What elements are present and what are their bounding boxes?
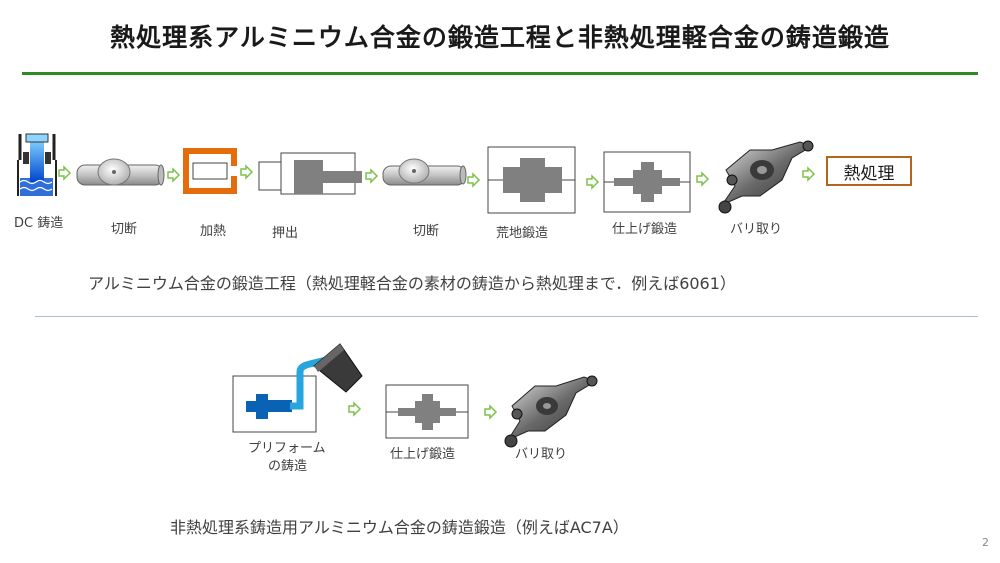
step-label-dc-casting: DC 鋳造 <box>14 216 64 231</box>
page-number: 2 <box>982 536 989 549</box>
flow-arrow-icon <box>484 405 497 419</box>
title-underline <box>22 72 978 75</box>
flow-arrow-icon <box>58 166 71 180</box>
step-label-deburring: バリ取り <box>730 222 783 237</box>
process1-caption: アルミニウム合金の鍛造工程（熱処理軽合金の素材の鋳造から熱処理まで．例えば606… <box>88 274 736 293</box>
rough-forging-die-icon <box>487 146 576 214</box>
heat-treatment-box: 熱処理 <box>826 156 912 186</box>
flow-arrow-icon <box>802 167 815 181</box>
finish-forging-die-icon-2 <box>385 384 469 439</box>
step-label-preform-line2: の鋳造 <box>268 459 308 474</box>
heating-furnace-icon <box>183 148 237 194</box>
forged-part-icon-1 <box>718 140 814 214</box>
flow-arrow-icon <box>240 165 253 179</box>
flow-arrow-icon <box>467 173 480 187</box>
flow-arrow-icon <box>167 168 180 182</box>
step-label-deburring-2: バリ取り <box>515 447 568 462</box>
forged-part-icon-2 <box>504 375 598 448</box>
step-label-extrusion: 押出 <box>272 226 299 241</box>
page-title: 熱処理系アルミニウム合金の鍛造工程と非熱処理軽合金の鋳造鍛造 <box>110 23 890 52</box>
flow-arrow-icon <box>696 172 709 186</box>
cutting-saw-icon-2 <box>382 158 467 186</box>
step-label-finish-forging: 仕上げ鍛造 <box>612 222 678 237</box>
extrusion-press-icon <box>258 152 362 195</box>
section-divider <box>35 316 978 317</box>
step-label-cutting-1: 切断 <box>111 222 138 237</box>
step-label-finish-forging-2: 仕上げ鍛造 <box>390 447 456 462</box>
preform-casting-icon <box>232 343 363 433</box>
step-label-cutting-2: 切断 <box>413 224 440 239</box>
step-label-preform-line1: プリフォーム <box>248 441 326 456</box>
flow-arrow-icon <box>586 175 599 189</box>
process2-caption: 非熱処理系鋳造用アルミニウム合金の鋳造鍛造（例えばAC7A） <box>170 518 629 537</box>
step-label-heating: 加熱 <box>200 224 227 239</box>
flow-arrow-icon <box>348 402 361 416</box>
finish-forging-die-icon <box>603 151 691 213</box>
dc-casting-icon <box>17 133 57 196</box>
flow-arrow-icon <box>365 169 378 183</box>
cutting-saw-icon-1 <box>76 158 165 186</box>
step-label-rough-forging: 荒地鍛造 <box>496 226 549 241</box>
